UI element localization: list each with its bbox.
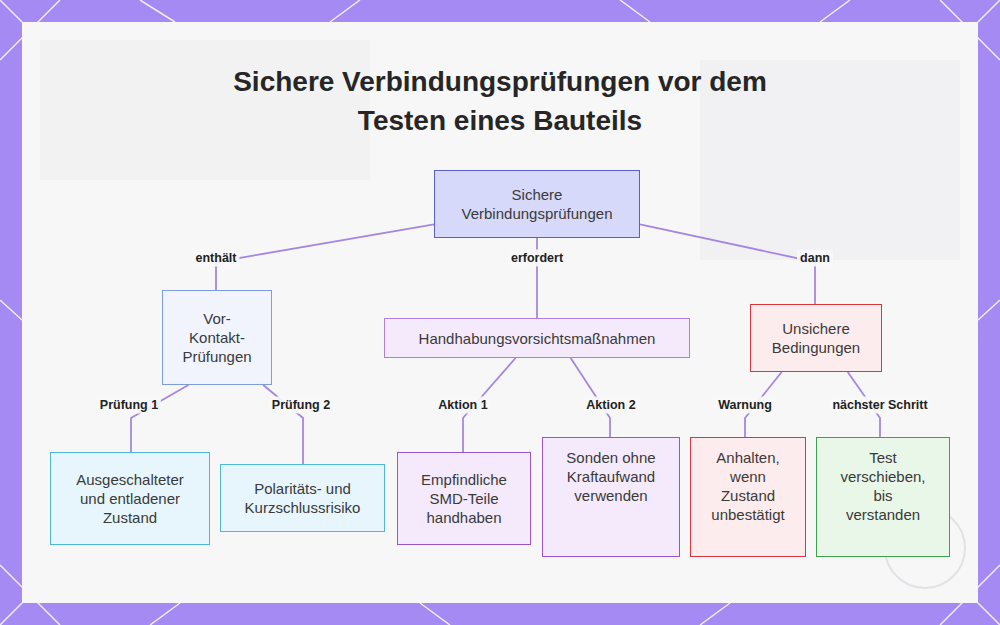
connector-line <box>216 224 434 290</box>
category-box: Unsichere Bedingungen <box>750 304 882 372</box>
step-box: Test verschieben, bis verstanden <box>816 437 950 557</box>
node-text: Anhalten, wenn Zustand unbestätigt <box>709 448 787 524</box>
panel <box>22 22 978 603</box>
leaf-box: Sonden ohne Kraftaufwand verwenden <box>542 437 680 557</box>
leaf-box: Ausgeschalteter und entladener Zustand <box>50 452 210 545</box>
edge-label: erfordert <box>508 250 566 267</box>
leaf-box: Polaritäts- und Kurzschlussrisiko <box>220 464 385 532</box>
edge-label: dann <box>797 250 833 267</box>
node-text: Polaritäts- und Kurzschlussrisiko <box>231 479 374 517</box>
node-text: Handhabungsvorsichtsmaßnahmen <box>419 329 656 348</box>
category-box: Handhabungsvorsichtsmaßnahmen <box>384 318 690 358</box>
edge-label: Aktion 1 <box>435 397 490 414</box>
node-text: Ausgeschalteter und entladener Zustand <box>65 470 195 527</box>
category-box: Vor- Kontakt- Prüfungen <box>162 290 272 385</box>
edge-label: Prüfung 1 <box>97 397 161 414</box>
diagram-title: Sichere Verbindungsprüfungen vor dem Tes… <box>190 62 810 140</box>
edge-label: Warnung <box>715 397 775 414</box>
warning-box: Anhalten, wenn Zustand unbestätigt <box>690 437 806 557</box>
edge-label: enthält <box>193 250 240 267</box>
connector-line <box>131 385 188 452</box>
node-text: Vor- Kontakt- Prüfungen <box>179 309 255 366</box>
node-text: Test verschieben, bis verstanden <box>838 448 928 524</box>
node-text: Sichere Verbindungsprüfungen <box>443 185 631 223</box>
node-text: Unsichere Bedingungen <box>761 319 871 357</box>
node-text: Empfindliche SMD-Teile handhaben <box>408 470 520 527</box>
node-text: Sonden ohne Kraftaufwand verwenden <box>553 448 669 505</box>
edge-label: nächster Schritt <box>829 397 930 414</box>
faded-photo <box>40 40 370 180</box>
edge-label: Prüfung 2 <box>269 397 333 414</box>
root-box: Sichere Verbindungsprüfungen <box>434 170 640 238</box>
leaf-box: Empfindliche SMD-Teile handhaben <box>397 452 531 545</box>
connector-line <box>640 224 815 304</box>
edge-label: Aktion 2 <box>583 397 638 414</box>
